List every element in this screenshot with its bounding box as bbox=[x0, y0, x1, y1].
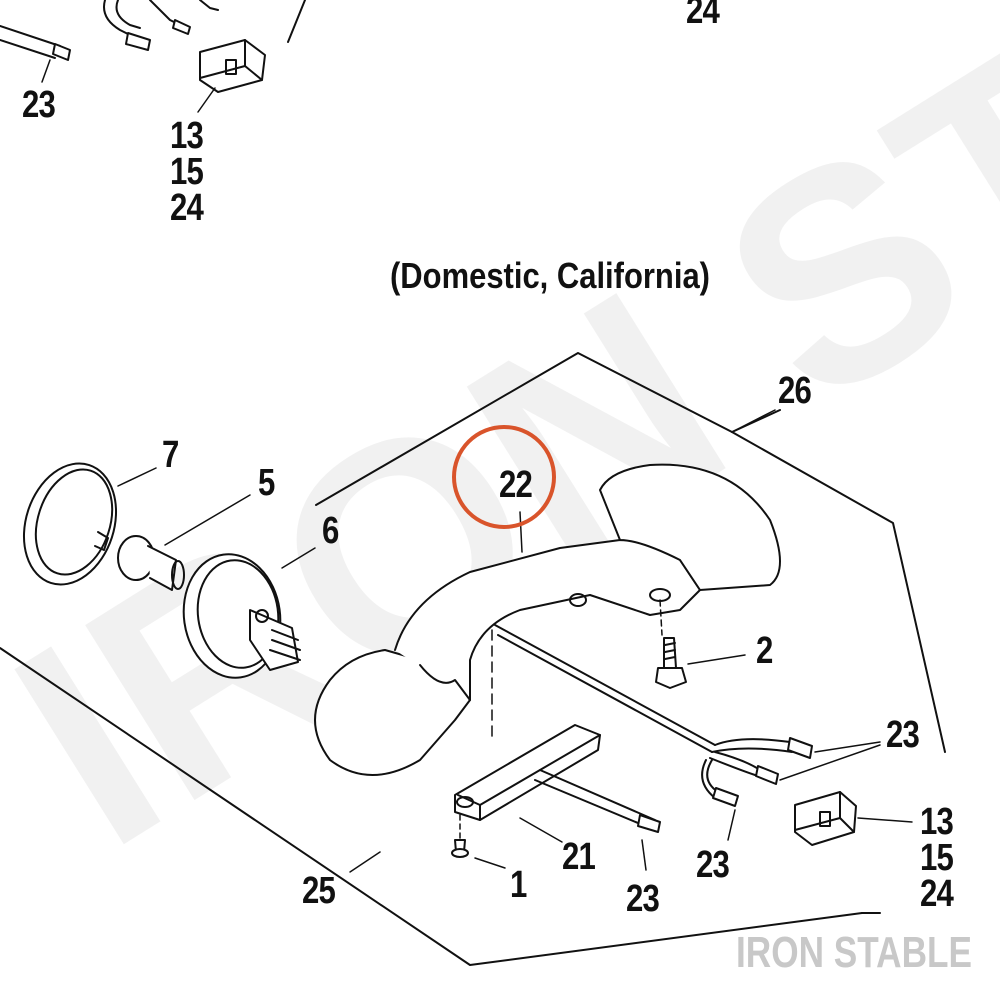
bulb-illustration bbox=[117, 494, 251, 591]
callout-stack-bottom: 13 15 24 bbox=[920, 801, 954, 915]
callout-5: 5 bbox=[258, 462, 275, 504]
callout-2: 2 bbox=[756, 630, 773, 672]
callout-13: 13 bbox=[920, 801, 954, 843]
leader-26 bbox=[731, 409, 776, 433]
bolt-illustration bbox=[655, 637, 746, 689]
callout-24: 24 bbox=[920, 873, 954, 915]
watermark-text: IRON STABLE bbox=[736, 928, 972, 977]
right-wire-harness bbox=[494, 624, 881, 841]
light-bar-illustration bbox=[314, 463, 781, 776]
lens-illustration bbox=[22, 462, 157, 586]
callout-25: 25 bbox=[302, 870, 336, 912]
callout-stack-top: 13 15 24 bbox=[170, 115, 204, 229]
callout-23: 23 bbox=[886, 714, 920, 756]
callout-22: 22 bbox=[499, 464, 533, 506]
callout-1: 1 bbox=[510, 864, 527, 906]
highlight-circle bbox=[452, 425, 556, 529]
diagram-caption: (Domestic, California) bbox=[390, 255, 710, 296]
callout-6: 6 bbox=[322, 510, 339, 552]
right-connector bbox=[794, 791, 913, 846]
module-illustration bbox=[454, 724, 661, 871]
callout-7: 7 bbox=[162, 434, 179, 476]
callout-26: 26 bbox=[778, 370, 812, 412]
top-connector bbox=[197, 39, 266, 113]
callout-15: 15 bbox=[920, 837, 954, 879]
callout-24: 24 bbox=[686, 0, 720, 32]
callout-15: 15 bbox=[170, 151, 204, 193]
callout-23: 23 bbox=[626, 878, 660, 920]
housing-illustration bbox=[182, 547, 316, 679]
callout-13: 13 bbox=[170, 115, 204, 157]
callout-23: 23 bbox=[22, 84, 56, 126]
callout-21: 21 bbox=[562, 836, 596, 878]
leader-25 bbox=[349, 851, 381, 873]
top-wire-harness bbox=[0, 0, 219, 83]
screw-illustration bbox=[451, 814, 506, 869]
callout-24: 24 bbox=[170, 187, 204, 229]
callout-23: 23 bbox=[696, 844, 730, 886]
